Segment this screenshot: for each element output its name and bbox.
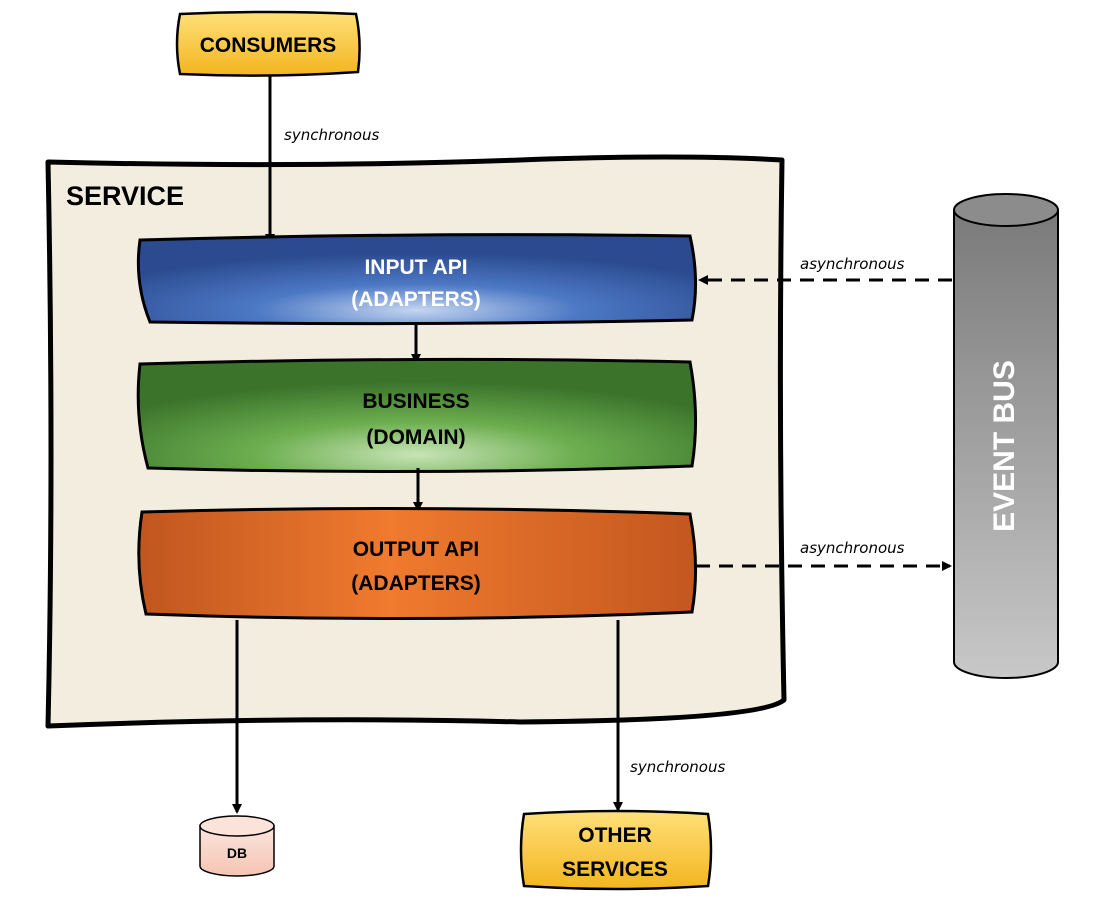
output-api-layer: OUTPUT API (ADAPTERS) <box>137 506 698 621</box>
service-title: SERVICE <box>66 181 184 211</box>
other-services-label-line1: OTHER <box>578 824 652 847</box>
edge-label-output-to-other: synchronous <box>630 758 725 776</box>
other-services-label-line2: SERVICES <box>562 858 668 881</box>
edge-label-bus-to-input: asynchronous <box>800 255 905 273</box>
consumers-box: CONSUMERS <box>175 10 361 77</box>
other-services-box: OTHER SERVICES <box>519 809 713 891</box>
business-label-line2: (DOMAIN) <box>366 426 465 449</box>
edge-label-consumers-to-input: synchronous <box>284 126 379 144</box>
event-bus-label: EVENT BUS <box>988 360 1021 532</box>
input-api-label-line1: INPUT API <box>364 256 467 279</box>
consumers-label: CONSUMERS <box>200 34 337 57</box>
output-api-label-line1: OUTPUT API <box>353 538 479 561</box>
output-api-label-line2: (ADAPTERS) <box>351 572 481 595</box>
business-label-line1: BUSINESS <box>362 390 469 413</box>
event-bus: EVENT BUS <box>953 193 1059 679</box>
edge-label-output-to-bus: asynchronous <box>800 539 905 557</box>
business-layer: BUSINESS (DOMAIN) <box>136 357 698 474</box>
input-api-layer: INPUT API (ADAPTERS) <box>136 233 698 326</box>
db-cylinder: DB <box>199 815 275 877</box>
db-label: DB <box>227 845 247 861</box>
input-api-label-line2: (ADAPTERS) <box>351 288 481 311</box>
